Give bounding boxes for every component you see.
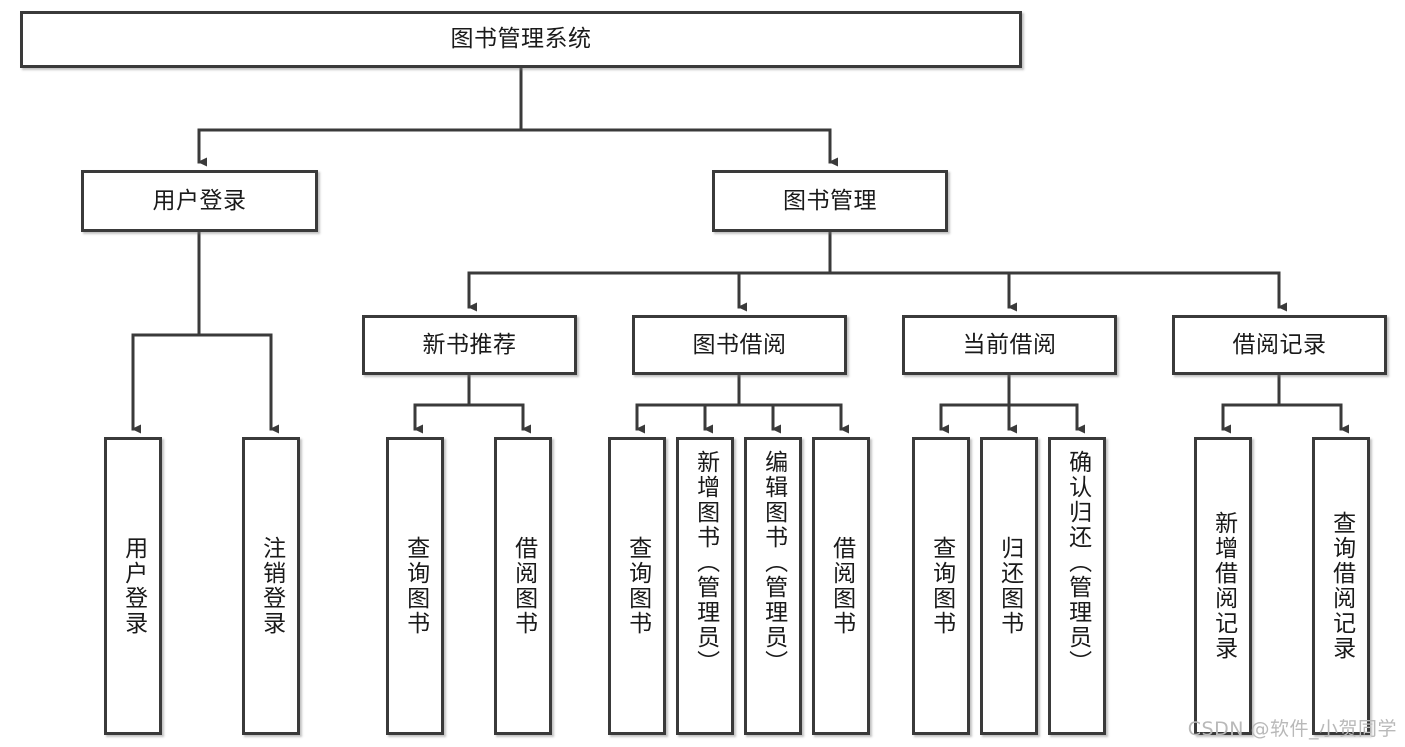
- node-borrow-record[interactable]: 借阅记录: [1172, 315, 1387, 375]
- node-leaf-borrow-book-2-label: 借阅图书: [828, 536, 855, 636]
- node-leaf-edit-book-label: 编辑图书（管理员）: [760, 450, 787, 675]
- node-leaf-query-book-3-label: 查询图书: [928, 536, 955, 636]
- node-current-borrow[interactable]: 当前借阅: [902, 315, 1117, 375]
- node-leaf-user-login[interactable]: 用户登录: [104, 437, 162, 735]
- node-leaf-logout-label: 注销登录: [258, 536, 285, 636]
- node-leaf-confirm-return[interactable]: 确认归还（管理员）: [1048, 437, 1106, 735]
- node-leaf-logout[interactable]: 注销登录: [242, 437, 300, 735]
- node-new-book-rec[interactable]: 新书推荐: [362, 315, 577, 375]
- node-leaf-return-book-label: 归还图书: [996, 536, 1023, 636]
- watermark-text: CSDN @软件_小贺同学: [1187, 718, 1397, 740]
- node-leaf-add-book-label: 新增图书（管理员）: [692, 450, 719, 675]
- node-leaf-confirm-return-label: 确认归还（管理员）: [1064, 450, 1091, 675]
- node-book-borrow[interactable]: 图书借阅: [632, 315, 847, 375]
- node-leaf-query-book-2-label: 查询图书: [624, 536, 651, 636]
- node-leaf-borrow-book-1[interactable]: 借阅图书: [494, 437, 552, 735]
- node-leaf-query-book-2[interactable]: 查询图书: [608, 437, 666, 735]
- node-book-manage[interactable]: 图书管理: [712, 170, 948, 232]
- node-leaf-query-book-1-label: 查询图书: [402, 536, 429, 636]
- node-leaf-return-book[interactable]: 归还图书: [980, 437, 1038, 735]
- node-leaf-add-book[interactable]: 新增图书（管理员）: [676, 437, 734, 735]
- node-leaf-query-book-3[interactable]: 查询图书: [912, 437, 970, 735]
- node-book-borrow-label: 图书借阅: [692, 331, 787, 358]
- node-new-book-rec-label: 新书推荐: [422, 331, 517, 358]
- node-leaf-edit-book[interactable]: 编辑图书（管理员）: [744, 437, 802, 735]
- node-book-manage-label: 图书管理: [783, 187, 877, 214]
- node-user-login-label: 用户登录: [152, 187, 247, 214]
- node-leaf-add-record[interactable]: 新增借阅记录: [1194, 437, 1252, 735]
- node-root[interactable]: 图书管理系统: [20, 11, 1022, 68]
- node-root-label: 图书管理系统: [450, 26, 592, 53]
- node-leaf-add-record-label: 新增借阅记录: [1210, 511, 1237, 661]
- node-leaf-query-record-label: 查询借阅记录: [1328, 511, 1355, 661]
- node-leaf-borrow-book-2[interactable]: 借阅图书: [812, 437, 870, 735]
- node-borrow-record-label: 借阅记录: [1232, 331, 1327, 358]
- node-leaf-user-login-label: 用户登录: [120, 536, 147, 636]
- node-leaf-query-record[interactable]: 查询借阅记录: [1312, 437, 1370, 735]
- node-current-borrow-label: 当前借阅: [962, 331, 1057, 358]
- node-user-login[interactable]: 用户登录: [81, 170, 318, 232]
- node-leaf-borrow-book-1-label: 借阅图书: [510, 536, 537, 636]
- node-leaf-query-book-1[interactable]: 查询图书: [386, 437, 444, 735]
